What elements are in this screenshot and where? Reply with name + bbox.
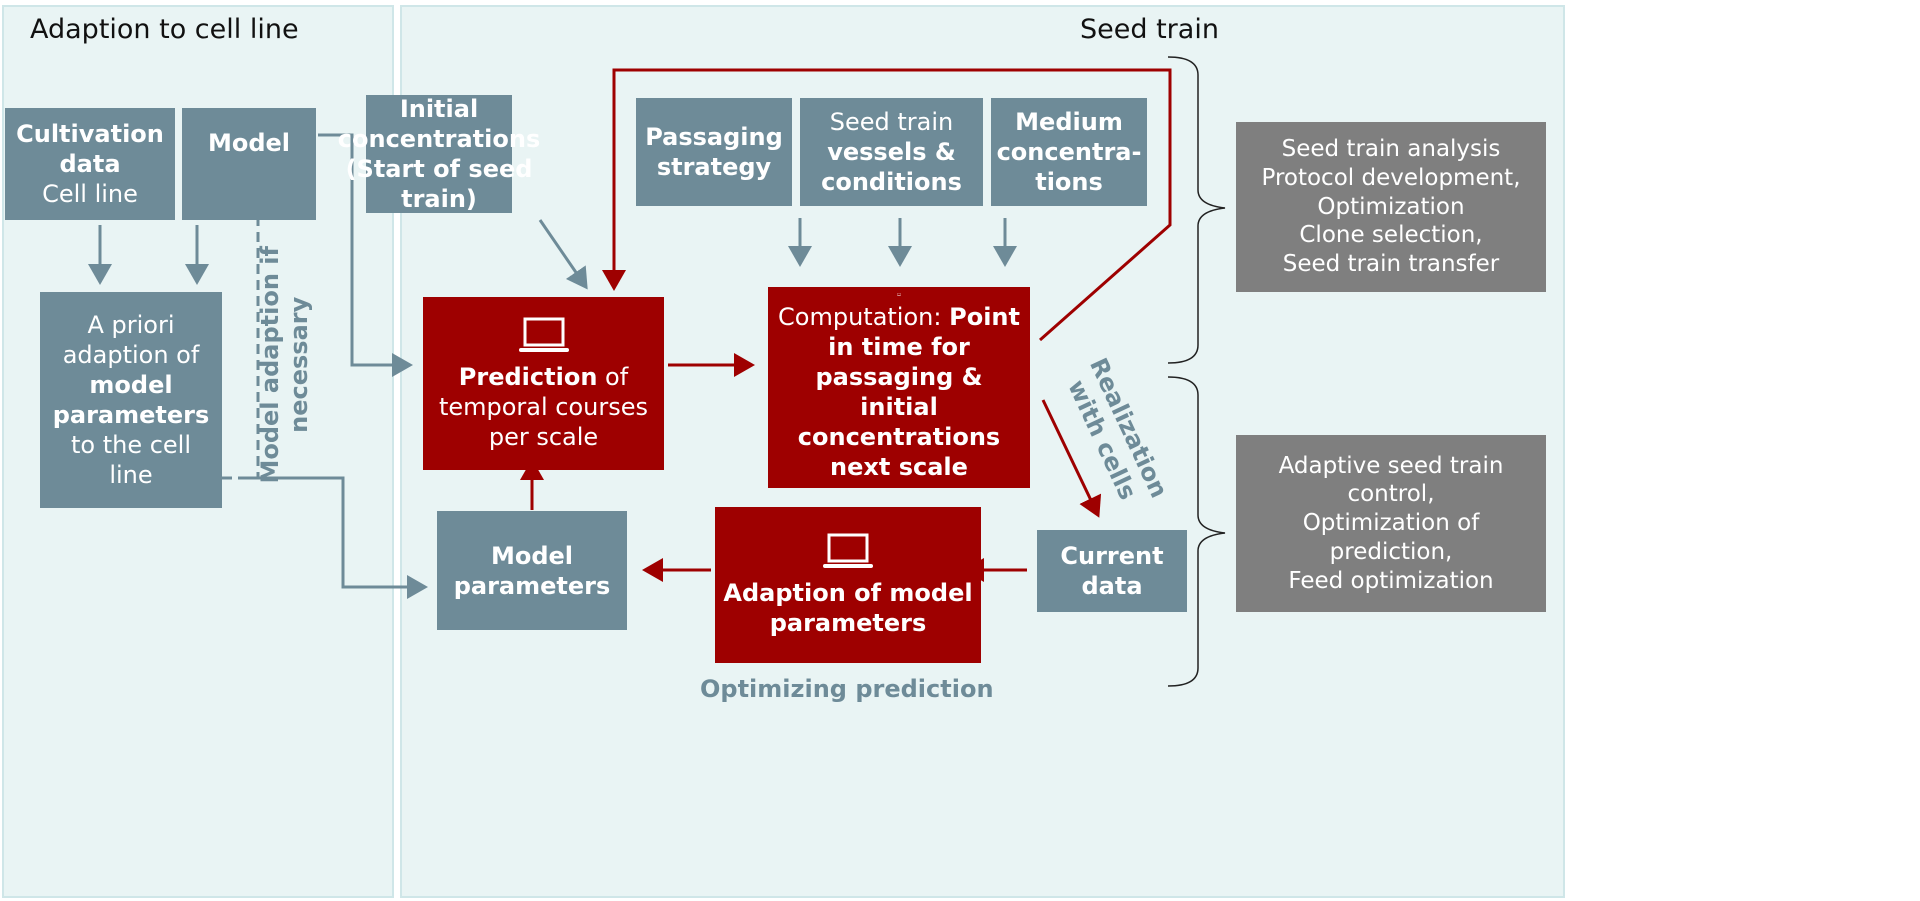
text: Seed train analysis	[1281, 136, 1501, 163]
box-passaging-strategy: Passaging strategy	[636, 98, 792, 206]
text: Clone selection,	[1299, 222, 1483, 249]
text: Adaption of model parameters	[723, 579, 973, 637]
text: Prediction	[458, 362, 598, 391]
text: Initial concentrations (Start of seed tr…	[337, 95, 541, 213]
text: Prediction of temporal courses per scale	[429, 362, 658, 452]
box-adaption-parameters: Adaption of model parameters	[715, 507, 981, 663]
text: Computation: Point in time for passaging…	[774, 302, 1024, 482]
text: Computation:	[778, 303, 942, 331]
panel-title-adaption: Adaption to cell line	[30, 14, 299, 45]
text: Passaging strategy	[645, 123, 783, 181]
text: Optimization	[1317, 193, 1465, 220]
text: Cell line	[42, 180, 138, 208]
arrow-realization	[1041, 399, 1102, 518]
text: vessels & conditions	[821, 138, 962, 196]
box-model: Model	[182, 108, 316, 220]
text: Current data	[1060, 542, 1164, 600]
text: Adaptive seed train	[1278, 452, 1504, 479]
text: Cultivation data	[16, 120, 164, 178]
laptop-icon	[823, 533, 873, 568]
laptop-icon	[518, 317, 569, 352]
arrow-model-prediction	[318, 133, 413, 377]
text: Model	[207, 129, 291, 157]
label-optimizing-prediction: Optimizing prediction	[700, 675, 994, 703]
brace-bottom	[1167, 376, 1226, 687]
brace-top	[1167, 56, 1226, 364]
arrow-initial-prediction	[538, 219, 588, 290]
text: Protocol development,	[1261, 164, 1521, 191]
text: of temporal courses per scale	[438, 362, 649, 451]
text: model parameters	[52, 371, 210, 429]
box-current-data: Current data	[1037, 530, 1187, 612]
text: Optimization of	[1302, 510, 1480, 537]
box-computation: Computation: Point in time for passaging…	[768, 287, 1030, 488]
box-model-parameters: Model parameters	[437, 511, 627, 630]
text: prediction,	[1329, 538, 1453, 565]
arrow-apriori-modelparams	[242, 476, 428, 599]
label-model-adaption: Model adaption if necessary	[256, 246, 313, 484]
text: Seed train transfer	[1282, 251, 1500, 278]
text: control,	[1347, 481, 1435, 508]
panel-title-seed-train: Seed train	[1080, 14, 1219, 45]
feedback-loop	[602, 68, 1172, 342]
text: Seed train	[829, 108, 954, 136]
box-medium: Medium concentra-tions	[991, 98, 1147, 206]
box-prediction: Prediction of temporal courses per scale	[423, 297, 664, 470]
text: to the cell line	[70, 431, 192, 489]
text: Medium concentra-tions	[996, 108, 1142, 196]
text: A priori adaption of	[62, 311, 200, 369]
text: Model parameters	[453, 541, 611, 600]
arrow-model-adaption-dashed	[222, 187, 270, 480]
text: Feed optimization	[1288, 567, 1494, 594]
laptop-icon	[897, 293, 901, 296]
box-initial-concentrations: Initial concentrations (Start of seed tr…	[338, 95, 540, 213]
text: Point in time for passaging & initial co…	[797, 303, 1020, 481]
